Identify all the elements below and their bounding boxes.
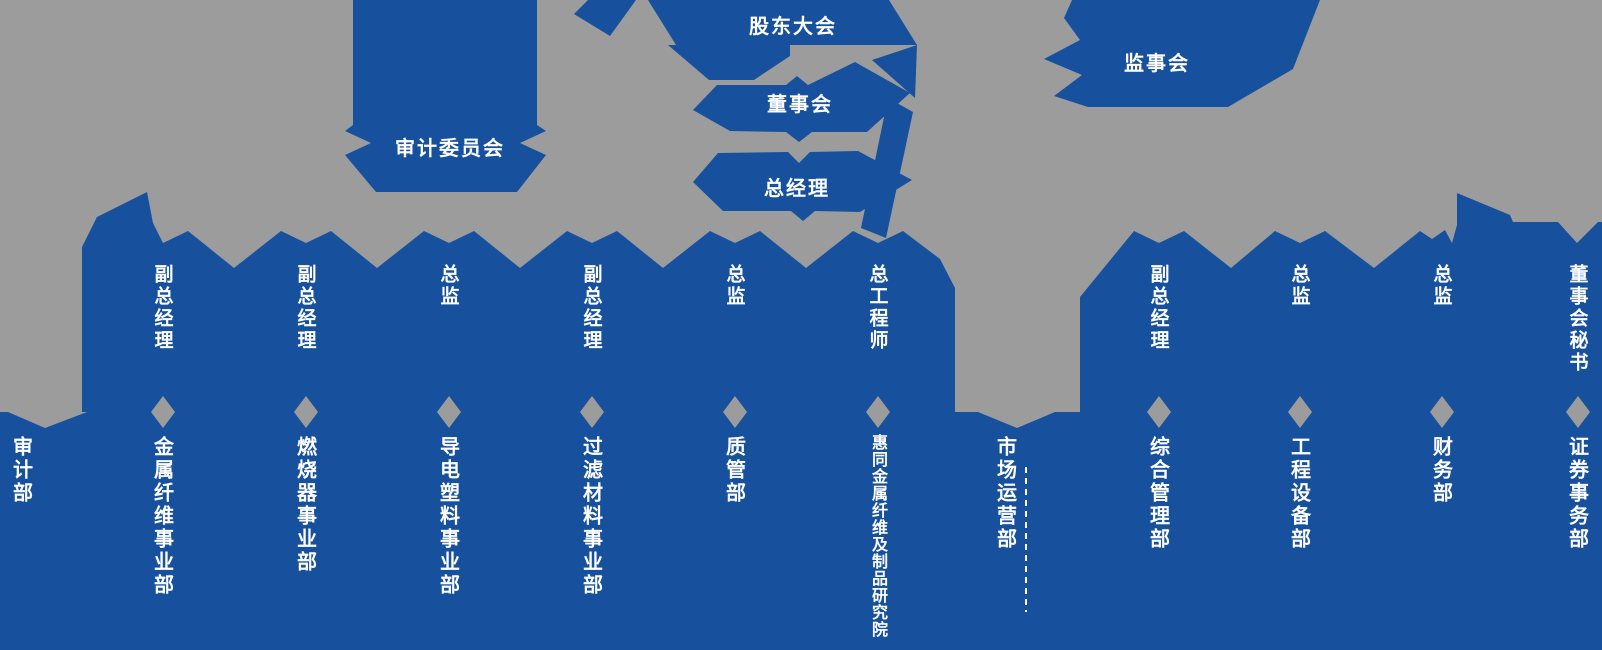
connector-diamond [1430, 396, 1454, 428]
left-group-shape [82, 192, 955, 440]
node-audit-committee: 审计委员会 [395, 136, 505, 160]
connector-diamond [580, 396, 604, 428]
node-supervisory-board: 监事会 [1124, 51, 1190, 75]
dept-label-research-institute: 惠同金属纤维及制品研究院 [869, 434, 888, 638]
connector-diamond [1566, 396, 1590, 428]
role-label: 总监 [437, 264, 460, 308]
dept-label: 综合管理部 [1146, 436, 1171, 551]
role-label: 总监 [1288, 264, 1311, 308]
role-label: 总工程师 [866, 264, 889, 352]
shareholders-shape [648, 0, 917, 45]
column-top-notch [1558, 222, 1598, 243]
connector-sliver-shape [574, 0, 636, 36]
dept-label: 金属纤维事业部 [150, 436, 175, 597]
supervisory-shape [1044, 0, 1320, 107]
connector-arrow-down [978, 412, 1055, 428]
node-board-of-directors: 董事会 [767, 92, 833, 116]
connector-diamond [437, 396, 461, 428]
dept-label: 财务部 [1429, 436, 1454, 505]
audit-committee-shape [345, 0, 546, 192]
role-label: 总监 [723, 264, 746, 308]
connector-diamond [1288, 396, 1312, 428]
bottom-band-shape [0, 412, 1602, 650]
dept-label: 导电塑料事业部 [436, 436, 461, 597]
dept-label: 质管部 [722, 436, 747, 505]
connector-arrow-down [8, 412, 87, 428]
role-label: 董事会秘书 [1566, 264, 1589, 374]
general-manager-shape [693, 151, 912, 221]
role-label: 副总经理 [580, 264, 603, 352]
node-general-manager: 总经理 [764, 176, 830, 200]
shareholders-left-leg-shape [668, 45, 790, 80]
role-label: 副总经理 [1147, 264, 1170, 352]
role-label: 总监 [1430, 264, 1453, 308]
shareholders-right-tooth-shape [872, 45, 917, 98]
dept-label-marketing: 市场运营部 [993, 436, 1018, 551]
role-label: 副总经理 [294, 264, 317, 352]
dept-label: 证券事务部 [1565, 436, 1590, 551]
role-label: 副总经理 [151, 264, 174, 352]
node-shareholders-meeting: 股东大会 [749, 14, 837, 38]
connector-diamond [1147, 396, 1171, 428]
dept-label: 工程设备部 [1287, 436, 1312, 551]
dept-label: 燃烧器事业部 [293, 436, 318, 574]
dept-label: 过滤材料事业部 [579, 436, 604, 597]
connector-diamond [294, 396, 318, 428]
right-group-shape [1080, 193, 1602, 440]
connector-diamond [723, 396, 747, 428]
board-shape [693, 62, 910, 142]
connector-diamond [866, 396, 890, 428]
connector-diamond [151, 396, 175, 428]
dept-label-audit: 审计部 [9, 436, 34, 505]
